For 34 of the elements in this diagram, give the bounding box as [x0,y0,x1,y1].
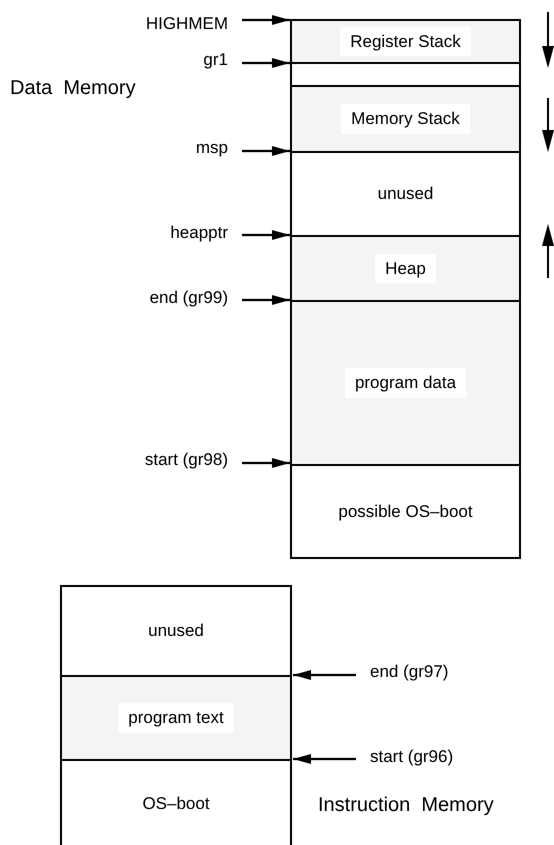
arrow [242,295,290,305]
pointer-label: start (gr96) [370,747,454,767]
region-label: Register Stack [340,26,471,56]
pointer-label: gr1 [203,50,228,70]
memory-region [60,759,292,845]
memory-region [290,464,521,559]
pointer-label: start (gr98) [144,450,228,470]
region-label: program text [118,703,234,733]
region-label: OS–boot [141,793,211,816]
region-label: program data [344,368,466,398]
pointer-label: end (gr97) [370,662,448,682]
arrow [242,58,290,68]
region-label: unused [376,183,434,206]
pointer-label: heapptr [170,223,228,243]
pointer-label: HIGHMEM [146,14,228,34]
pointer-label: end (gr99) [150,288,228,308]
memory-region [60,675,292,761]
region-label: possible OS–boot [337,500,474,523]
arrow [242,146,290,156]
memory-title: Data Memory [10,76,136,100]
memory-title: Instruction Memory [318,793,494,817]
arrow [293,670,356,680]
arrow [242,458,290,468]
memory-region [290,85,521,153]
memory-region [290,19,521,64]
arrow [293,754,356,764]
region-label: Memory Stack [341,104,470,134]
region-label: unused [147,620,205,642]
memory-region [290,300,521,466]
region-label: Heap [375,254,436,284]
memory-region [290,235,521,302]
arrow [242,230,290,240]
arrow [242,15,290,25]
pointer-label: msp [196,138,228,158]
